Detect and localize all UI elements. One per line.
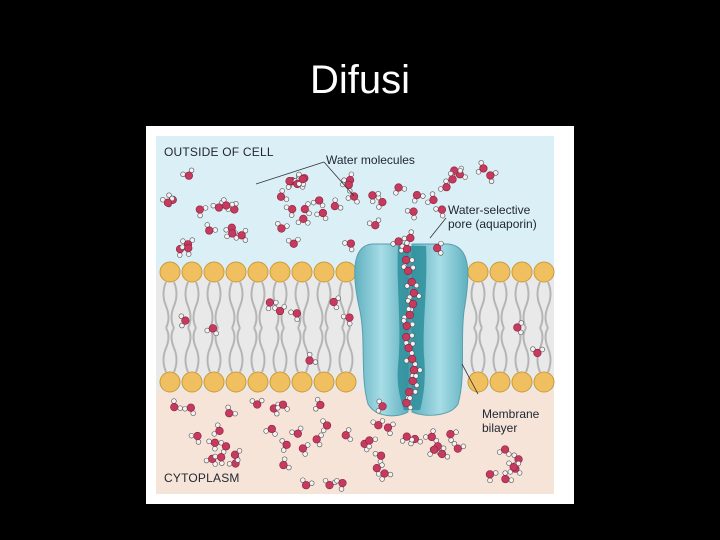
water-molecules-label: Water molecules xyxy=(326,153,415,167)
lipid-head xyxy=(314,372,334,392)
aquaporin-figure: OUTSIDE OF CELL Water molecules Water-se… xyxy=(146,126,574,504)
lipid-head xyxy=(534,262,554,282)
slide-title: Difusi xyxy=(0,56,720,104)
lipid-head xyxy=(160,262,180,282)
outside-of-cell-label: OUTSIDE OF CELL xyxy=(164,145,274,159)
pore-label-line1: Water-selective xyxy=(448,203,531,217)
lipid-head xyxy=(468,262,488,282)
lipid-head xyxy=(512,372,532,392)
lipid-head xyxy=(182,372,202,392)
lipid-head xyxy=(336,372,356,392)
lipid-head xyxy=(292,372,312,392)
membrane-diagram-svg: OUTSIDE OF CELL Water molecules Water-se… xyxy=(146,126,574,504)
lipid-head xyxy=(490,262,510,282)
lipid-head xyxy=(226,262,246,282)
lipid-head xyxy=(314,262,334,282)
lipid-head xyxy=(512,262,532,282)
cytoplasm-label: CYTOPLASM xyxy=(164,471,240,485)
lipid-head xyxy=(204,372,224,392)
lipid-head xyxy=(182,262,202,282)
lipid-head xyxy=(248,372,268,392)
lipid-head xyxy=(292,262,312,282)
lipid-head xyxy=(534,372,554,392)
lipid-head xyxy=(468,372,488,392)
lipid-head xyxy=(270,372,290,392)
lipid-head xyxy=(336,262,356,282)
membrane-label-line2: bilayer xyxy=(482,421,517,435)
lipid-head xyxy=(248,262,268,282)
pore-label-line2: pore (aquaporin) xyxy=(448,217,537,231)
lipid-head xyxy=(160,372,180,392)
membrane-label-line1: Membrane xyxy=(482,407,540,421)
lipid-head xyxy=(226,372,246,392)
lipid-head xyxy=(490,372,510,392)
lipid-head xyxy=(270,262,290,282)
lipid-head xyxy=(204,262,224,282)
